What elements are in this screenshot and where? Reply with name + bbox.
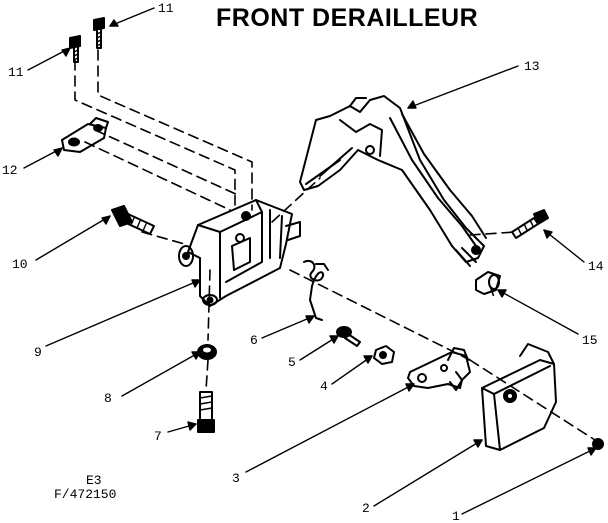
callout-12: 12 xyxy=(2,163,18,178)
leader-lines xyxy=(23,7,597,515)
nut-8 xyxy=(197,344,217,360)
link-plate-3 xyxy=(407,347,471,391)
callout-8: 8 xyxy=(104,391,112,406)
callout-1: 1 xyxy=(452,509,460,523)
callout-11-left: 11 xyxy=(8,65,24,80)
callout-6: 6 xyxy=(250,333,258,348)
callout-11-right: 11 xyxy=(158,1,174,16)
screw-11-left xyxy=(69,35,81,63)
washer-4 xyxy=(373,345,395,365)
callout-14: 14 xyxy=(588,259,604,274)
callout-13: 13 xyxy=(524,59,540,74)
callout-15: 15 xyxy=(582,333,598,348)
bracket-9 xyxy=(178,199,301,307)
screw-5 xyxy=(336,326,361,347)
callout-2: 2 xyxy=(362,501,370,516)
bolt-10 xyxy=(111,205,155,235)
plate-12 xyxy=(61,117,109,153)
screw-1 xyxy=(592,438,604,450)
callout-9: 9 xyxy=(34,345,42,360)
arm-13 xyxy=(299,95,487,267)
spring-6 xyxy=(303,260,329,321)
callout-7: 7 xyxy=(154,429,162,444)
callout-4: 4 xyxy=(320,379,328,394)
pin-15 xyxy=(475,271,501,295)
screw-11-right xyxy=(93,17,105,49)
drawing-code-line2: F/472150 xyxy=(54,487,117,502)
callout-3: 3 xyxy=(232,471,240,486)
callout-10: 10 xyxy=(12,257,28,272)
assembly-lines xyxy=(74,49,596,441)
cage-2 xyxy=(481,343,557,451)
screw-7 xyxy=(197,391,215,433)
callout-5: 5 xyxy=(288,355,296,370)
drawing-code-line1: E3 xyxy=(86,473,102,488)
screw-14 xyxy=(511,209,549,239)
diagram-title: FRONT DERAILLEUR xyxy=(216,4,479,32)
